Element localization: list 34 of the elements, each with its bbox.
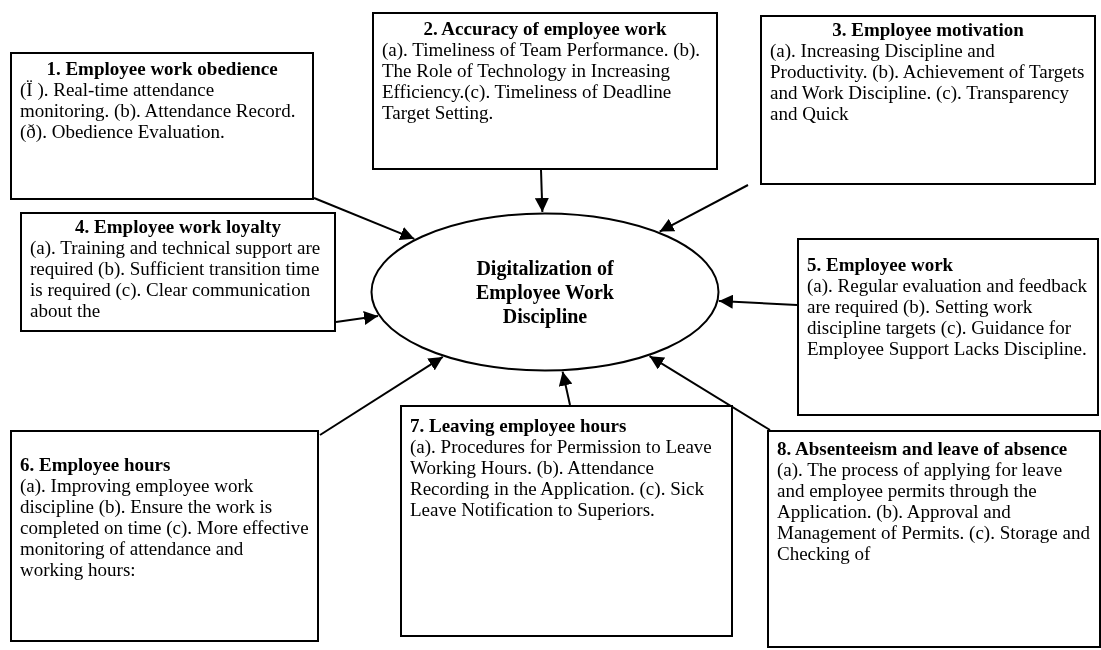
factor-box xyxy=(10,430,319,642)
factor-box xyxy=(20,212,336,332)
arrow xyxy=(648,355,771,431)
box-body-text: (a). Regular evaluation and feedback are required (b). Setting work discipline targets (c). Guidance for Employee Support Lacks Discipline. xyxy=(807,275,1089,359)
box-body-text: (a). Increasing Discipline and Productivity. (b). Achievement of Targets and Work Discipline. (c). Transparency and Quick xyxy=(770,40,1086,124)
box-heading: 7. Leaving employee hours xyxy=(410,415,628,436)
box-body-text: (a). Timeliness of Team Performance. (b). The Role of Technology in Increasing Efficiency.(c). Timeliness of Deadline Target Setting. xyxy=(382,39,702,123)
arrow xyxy=(658,184,749,233)
factor-box xyxy=(767,430,1101,648)
box-heading: 6. Employee hours xyxy=(20,454,172,475)
box-heading: 1. Employee work obedience xyxy=(45,58,279,79)
box-body-text: (a). Training and technical support are required (b). Sufficient transition time is required (c). Clear communication about the xyxy=(30,237,322,321)
box-body-text: (Ï ). Real-time attendance monitoring. (b). Attendance Record. (ð). Obedience Evaluation. xyxy=(20,79,297,142)
topic-ellipse xyxy=(370,212,720,372)
arrow xyxy=(534,169,549,213)
box-body-text: (a). The process of applying for leave and employee permits through the Application. (b). Approval and Management of Permits. (c). Storage and Checking of xyxy=(777,459,1091,564)
factor-box xyxy=(797,238,1099,416)
arrow xyxy=(717,294,798,309)
arrow xyxy=(335,311,380,325)
box-body-text: (a). Improving employee work discipline (b). Ensure the work is completed on time (c). More effective monitoring of attendance and working hours: xyxy=(20,475,309,580)
arrow xyxy=(558,370,573,406)
box-heading: 3. Employee motivation xyxy=(831,19,1025,40)
arrow xyxy=(313,197,416,240)
factor-box xyxy=(10,52,314,200)
arrow xyxy=(319,355,444,436)
box-heading: 2. Accuracy of employee work xyxy=(422,18,668,39)
factor-box xyxy=(760,15,1096,185)
factor-box xyxy=(400,405,733,637)
box-heading: 4. Employee work loyalty xyxy=(74,216,282,237)
box-heading: 8. Absenteeism and leave of absence xyxy=(777,438,1069,459)
box-heading: 5. Employee work xyxy=(807,254,955,275)
box-body-text: (a). Procedures for Permission to Leave Working Hours. (b). Attendance Recording in the Application. (c). Sick Leave Notification to Superiors. xyxy=(410,436,713,520)
factor-box xyxy=(372,12,718,170)
box-heading: Digitalization of Employee Work Discipline xyxy=(475,256,615,328)
